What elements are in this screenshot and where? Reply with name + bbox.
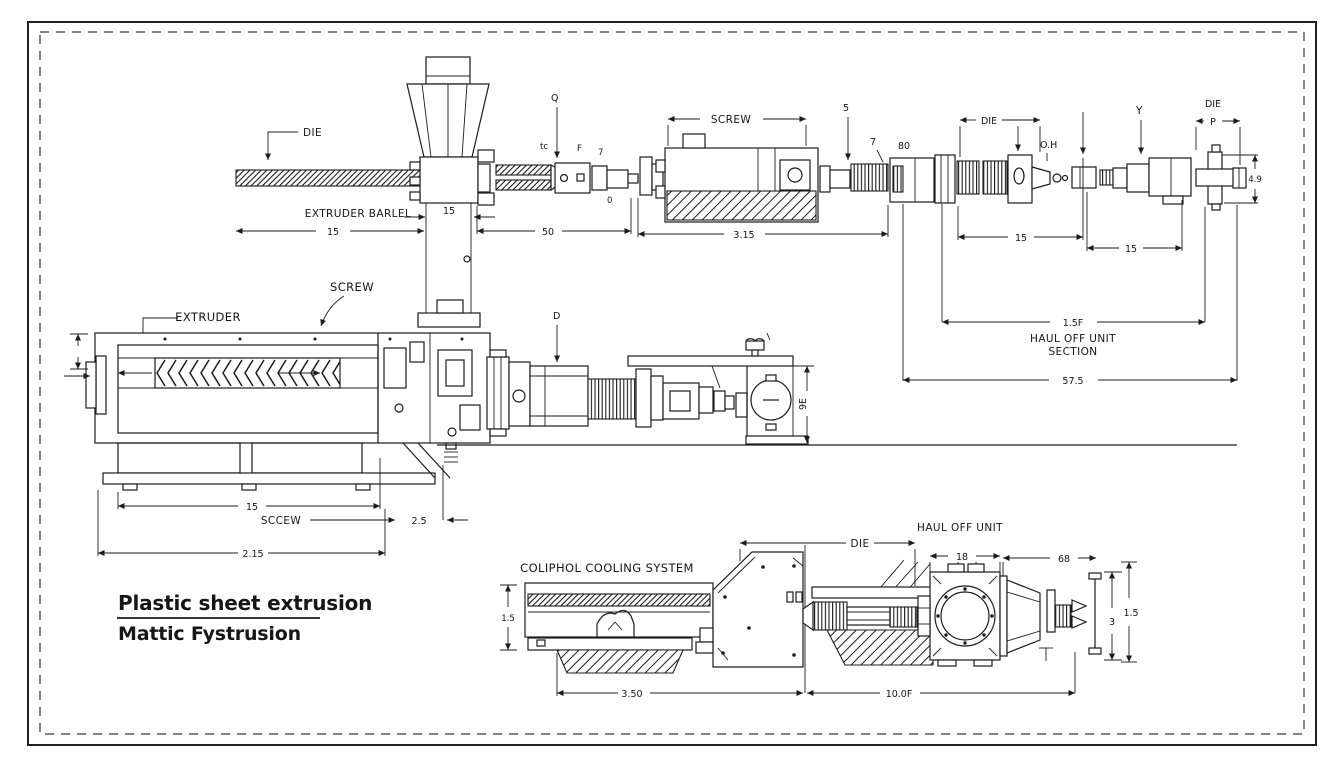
- side-view: EXTRUDER SCREW: [64, 280, 1237, 560]
- adapter-len-value: 15: [1125, 244, 1137, 255]
- extruder-machine-body: [85, 299, 491, 444]
- seven-b-leader: [876, 149, 884, 163]
- cooling-system-label: COLIPHOL COOLING SYSTEM: [520, 561, 694, 575]
- side-body-len-value: 15: [246, 502, 258, 513]
- cool-h-value: 1.5: [501, 614, 515, 624]
- barrel-len-value: 15: [327, 227, 339, 238]
- haul-height-dims: 3 1.5: [1104, 561, 1139, 663]
- die-left-leader: [265, 131, 298, 160]
- die-len-value: 15: [1015, 233, 1027, 244]
- haul-off-unit-label: HAUL OFF UNIT: [917, 522, 1003, 534]
- haul-len-value: 1.5F: [1063, 318, 1084, 329]
- screw-mid-label: SCREW: [330, 280, 374, 294]
- title-line-2: Mattic Fystrusion: [118, 623, 301, 645]
- drive-shaft-assembly: [486, 332, 809, 445]
- h15-value: 1.5: [1123, 608, 1138, 619]
- haul-off-unit: [917, 563, 1102, 667]
- bottom-view: COLIPHOL COOLING SYSTEM 1.5: [500, 522, 1139, 700]
- die-right-dim: DIE P: [1195, 99, 1241, 165]
- die-bottom-label: DIE: [850, 538, 869, 550]
- right-len-value: 10.0F: [886, 689, 913, 700]
- transition-box: [695, 551, 804, 668]
- top-dims: EXTRUDER BARLEL 15 15 50 3.15 15: [236, 158, 1238, 387]
- d-label: D: [553, 311, 560, 322]
- h3-value: 3: [1109, 617, 1115, 628]
- die-bottom-dim: DIE: [739, 538, 916, 586]
- roll-value: 68: [1058, 554, 1070, 565]
- cooling-height-dim: 1.5: [500, 584, 517, 651]
- bottom-dims: 3.50 10.0F: [556, 653, 1075, 700]
- top-view: DIE: [235, 56, 1262, 387]
- die-mid-dim: DIE: [959, 116, 1041, 157]
- title-block: Plastic sheet extrusion Mattic Fystrusio…: [117, 591, 372, 645]
- screw-dim-label: SCREW: [711, 114, 752, 126]
- gauge-dim-value: 9E: [798, 398, 809, 410]
- feed-screw-section: [495, 156, 664, 196]
- fifty-value: 50: [542, 227, 554, 238]
- total-len-value: 57.5: [1062, 376, 1083, 387]
- screw-len-value: 2.5: [411, 516, 426, 527]
- p-label: P: [1210, 117, 1216, 128]
- hopper: [406, 56, 495, 206]
- extruder-label: EXTRUDER: [175, 310, 241, 324]
- left-height-dim: [64, 333, 90, 379]
- q-label: Q: [551, 93, 558, 104]
- seven-a-label: 7: [598, 148, 603, 158]
- screw-dim: SCREW: [667, 114, 807, 146]
- sccew-label: SCCEW: [261, 515, 302, 527]
- f-label: F: [577, 144, 582, 154]
- gauge-height-dim: 9E: [793, 365, 814, 443]
- die-mid-label: DIE: [981, 116, 997, 127]
- body-len-value: 3.15: [733, 230, 754, 241]
- cap-height-value: 4.9: [1248, 175, 1262, 185]
- side-dims: 15 SCCEW 2.5 2.15: [97, 458, 468, 560]
- cooling-unit: [524, 582, 714, 674]
- gear-body: [655, 133, 819, 223]
- haul-width-dim: 18: [929, 552, 1001, 572]
- title-line-1: Plastic sheet extrusion: [118, 591, 372, 615]
- screw-mid-arrow: [320, 295, 345, 327]
- roll-dim: 68: [1002, 554, 1096, 576]
- y-label: Y: [1135, 105, 1143, 117]
- haul-w-value: 18: [956, 552, 968, 563]
- extruder-leader: [142, 317, 178, 333]
- seven-b-label: 7: [870, 137, 876, 148]
- haul-section-label-1: HAUL OFF UNIT: [1030, 333, 1116, 345]
- die-left-label: DIE: [303, 127, 322, 139]
- zero-label: 0: [607, 196, 612, 206]
- shaft-train: [819, 144, 1247, 211]
- page-borders: [27, 21, 1317, 746]
- die-assembly: [786, 559, 934, 666]
- oh-label: O.H: [1040, 140, 1057, 151]
- die-right-label: DIE: [1205, 99, 1221, 110]
- five-label: 5: [843, 103, 849, 114]
- machine-base-frame: [102, 442, 458, 491]
- left-len-value: 3.50: [621, 689, 642, 700]
- side-total-value: 2.15: [242, 549, 263, 560]
- tc-label: tc: [540, 142, 548, 152]
- haul-section-label-2: SECTION: [1048, 346, 1097, 358]
- extruder-barrel-label: EXTRUDER BARLEL: [305, 208, 411, 220]
- eighty-label: 80: [898, 141, 910, 152]
- cap-height-dim: 4.9: [1222, 154, 1262, 204]
- hopper-w-value: 15: [443, 206, 455, 217]
